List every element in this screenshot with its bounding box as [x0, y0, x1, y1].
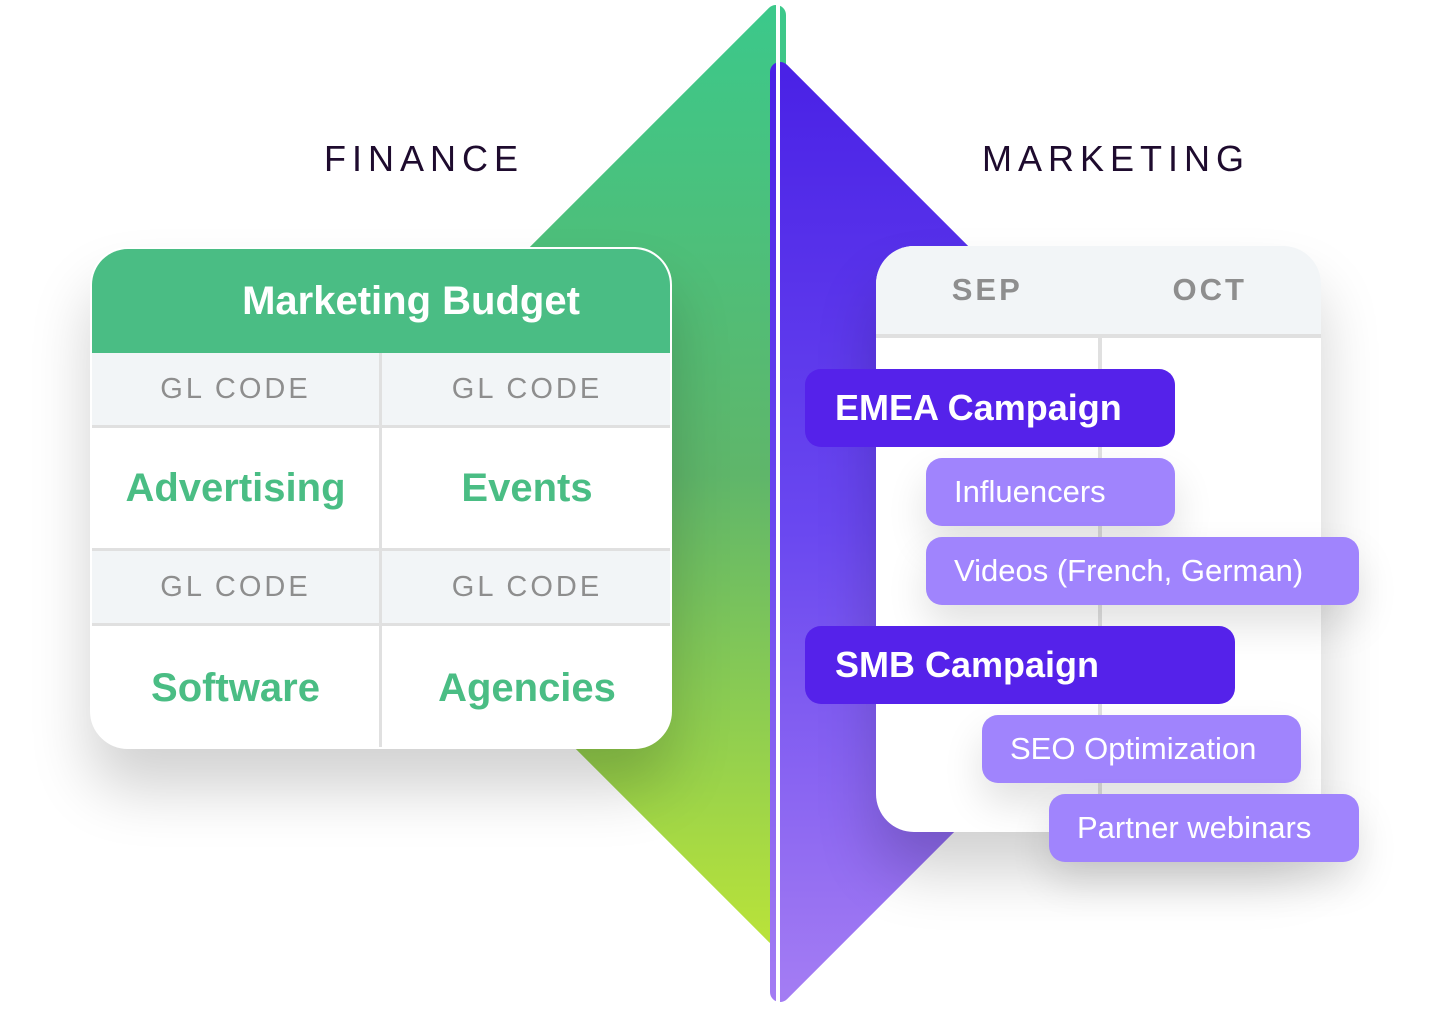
task-bar[interactable]: Influencers	[926, 458, 1175, 526]
marketing-heading: MARKETING	[982, 138, 1251, 179]
budget-category: Events	[382, 428, 670, 551]
task-bar[interactable]: Partner webinars	[1049, 794, 1359, 862]
budget-category: Advertising	[92, 428, 382, 551]
campaign-bar[interactable]: SMB Campaign	[805, 626, 1235, 704]
gl-code-label: GL CODE	[382, 551, 670, 626]
budget-category: Software	[92, 626, 382, 747]
card-title: Marketing Budget	[92, 249, 670, 353]
gl-code-label: GL CODE	[92, 551, 382, 626]
month-oct: OCT	[1172, 272, 1247, 307]
month-sep: SEP	[951, 272, 1023, 307]
gl-code-label: GL CODE	[92, 353, 382, 428]
task-bar[interactable]: Videos (French, German)	[926, 537, 1359, 605]
gl-code-label: GL CODE	[382, 353, 670, 428]
budget-category: Agencies	[438, 665, 616, 710]
task-bar[interactable]: SEO Optimization	[982, 715, 1301, 783]
finance-heading: FINANCE	[324, 138, 525, 179]
campaign-bar[interactable]: EMEA Campaign	[805, 369, 1175, 447]
marketing-budget-card: Marketing Budget GL CODE GL CODE Adverti…	[90, 247, 672, 749]
